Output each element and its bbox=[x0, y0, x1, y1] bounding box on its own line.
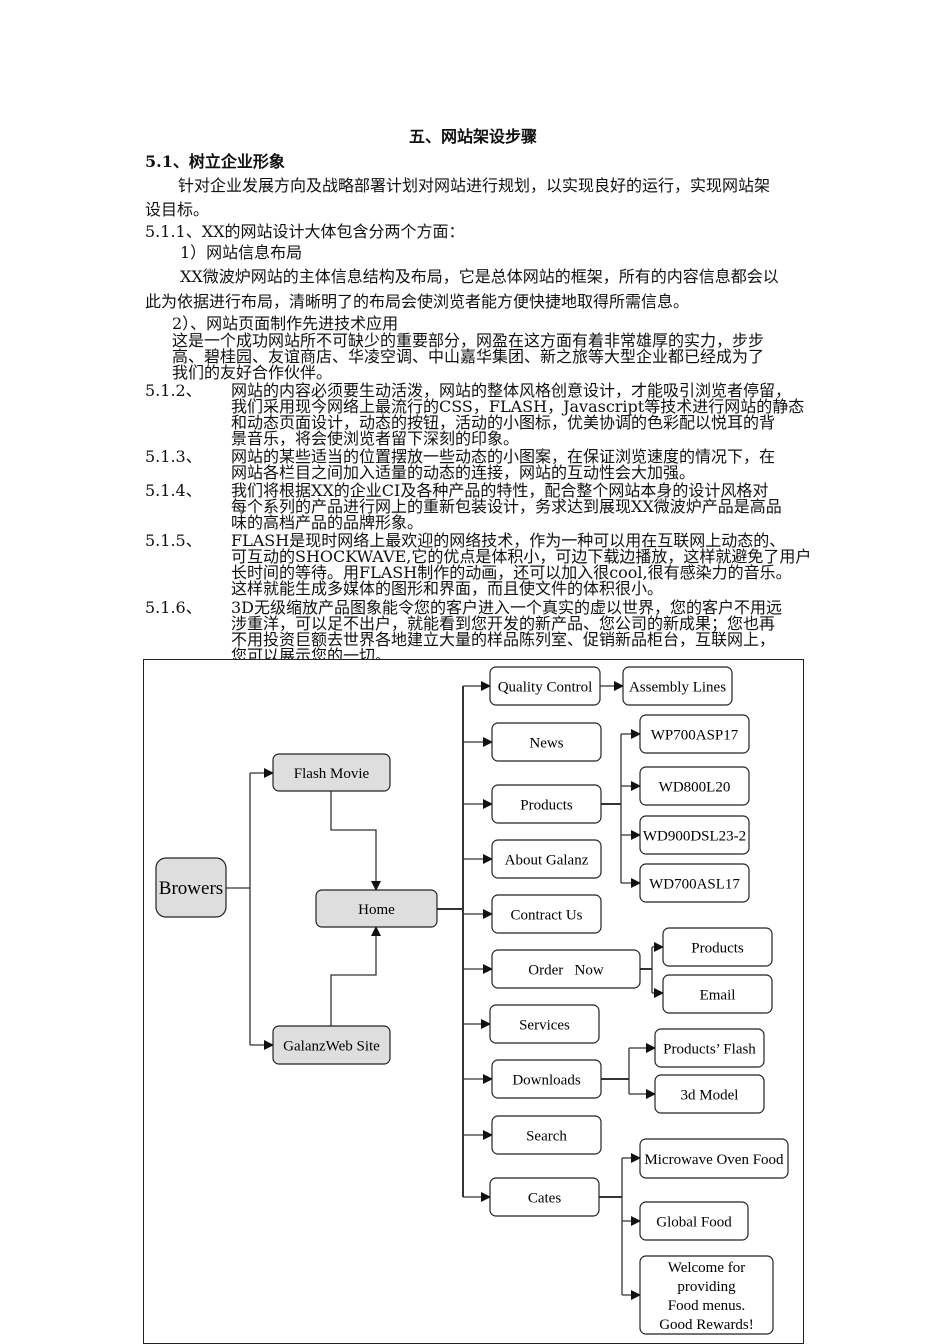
paragraph-line: 涉重洋，可以足不出户，就能看到您开发的新产品、您公司的新成果；您也再 bbox=[231, 614, 776, 633]
node-wd700asl17: WD700ASL17 bbox=[639, 863, 750, 903]
node-label: Good Rewards! bbox=[659, 1317, 754, 1333]
node-wp700asp17: WP700ASP17 bbox=[639, 714, 750, 754]
node-contract-us: Contract Us bbox=[491, 894, 602, 934]
node-label: Search bbox=[526, 1128, 567, 1144]
node-home: Home bbox=[315, 889, 438, 928]
node-flash-movie: Flash Movie bbox=[272, 753, 391, 792]
node-label: Services bbox=[519, 1017, 570, 1033]
section-heading: 5.1、树立企业形象 bbox=[145, 152, 285, 171]
node-products: Products bbox=[491, 784, 602, 824]
item-title: 1）网站信息布局 bbox=[180, 243, 303, 262]
node-label: Home bbox=[358, 902, 395, 918]
point-number: 5.1.5、 bbox=[145, 531, 202, 550]
node-products-flash: Products’ Flash bbox=[654, 1028, 765, 1068]
node-model-3d: 3d Model bbox=[654, 1074, 765, 1114]
paragraph-line: 不用投资巨额去世界各地建立大量的样品陈列室、促销新品柜台，互联网上， bbox=[231, 630, 776, 649]
paragraph-line: 可互动的SHOCKWAVE,它的优点是体积小，可边下载边播放，这样就避免了用户 bbox=[231, 547, 812, 566]
node-label: Contract Us bbox=[510, 907, 582, 923]
paragraph-line: 设目标。 bbox=[145, 200, 210, 219]
node-label: About Galanz bbox=[505, 852, 589, 868]
node-label: Products’ Flash bbox=[663, 1041, 756, 1057]
node-label: Welcome for bbox=[668, 1260, 746, 1276]
node-label: Assembly Lines bbox=[629, 679, 726, 695]
paragraph-line: 和动态页面设计，动态的按钮，活动的小图标，优美协调的色彩配以悦耳的背 bbox=[231, 413, 776, 432]
point-number: 5.1.6、 bbox=[145, 598, 202, 617]
node-quality-control: Quality Control bbox=[489, 666, 601, 706]
node-order-products: Products bbox=[662, 927, 773, 967]
node-downloads: Downloads bbox=[491, 1059, 602, 1099]
node-wd800l20: WD800L20 bbox=[639, 766, 750, 806]
paragraph-line: 网站的某些适当的位置摆放一些动态的小图案，在保证浏览速度的情况下，在 bbox=[231, 447, 776, 466]
node-label: Products bbox=[520, 797, 573, 813]
point-number: 5.1.4、 bbox=[145, 481, 202, 500]
connector-line bbox=[330, 791, 381, 891]
node-label: Products bbox=[691, 940, 744, 956]
node-news: News bbox=[491, 722, 602, 762]
node-label: Global Food bbox=[656, 1214, 732, 1230]
node-label: providing bbox=[677, 1279, 736, 1295]
node-microwave-oven-food: Microwave Oven Food bbox=[639, 1138, 789, 1179]
paragraph-line: 景音乐，将会使浏览者留下深刻的印象。 bbox=[231, 429, 520, 448]
node-cates: Cates bbox=[489, 1177, 600, 1217]
node-search: Search bbox=[491, 1115, 602, 1155]
paragraph-line: 味的高档产品的品牌形象。 bbox=[231, 513, 424, 532]
node-label: WP700ASP17 bbox=[651, 727, 739, 743]
point-number: 5.1.3、 bbox=[145, 447, 202, 466]
point-number: 5.1.2、 bbox=[145, 381, 202, 400]
node-label: Browers bbox=[159, 878, 223, 899]
node-label: Quality Control bbox=[498, 679, 593, 695]
item-title: 2）、网站页面制作先进技术应用 bbox=[172, 314, 399, 333]
node-label: Cates bbox=[528, 1190, 561, 1206]
node-about-galanz: About Galanz bbox=[491, 839, 602, 879]
node-global-food: Global Food bbox=[639, 1201, 749, 1241]
node-galanz-web-site: GalanzWeb Site bbox=[272, 1025, 391, 1065]
paragraph-line: 我们的友好合作伙伴。 bbox=[172, 363, 333, 382]
node-label: WD900DSL23-2 bbox=[643, 828, 746, 844]
paragraph-line: 长时间的等待。用FLASH制作的动画，还可以加入很cool,很有感染力的音乐。 bbox=[231, 563, 792, 582]
paragraph-line: 我们将根据XX的企业CI及各种产品的特性，配合整个网站本身的设计风格对 bbox=[231, 481, 769, 500]
node-label: GalanzWeb Site bbox=[283, 1038, 380, 1054]
node-label: 3d Model bbox=[681, 1087, 739, 1103]
paragraph-line: 3D无级缩放产品图象能令您的客户进入一个真实的虚以世界，您的客户不用远 bbox=[231, 598, 783, 617]
node-label: Microwave Oven Food bbox=[644, 1152, 784, 1168]
paragraph-line: 针对企业发展方向及战略部署计划对网站进行规划，以实现良好的运行，实现网站架 bbox=[178, 176, 771, 195]
node-label: Email bbox=[700, 987, 736, 1003]
sub-heading: 5.1.1、XX的网站设计大体包含分两个方面： bbox=[145, 222, 465, 241]
node-label: WD800L20 bbox=[659, 779, 731, 795]
paragraph-line: 网站各栏目之间加入适量的动态的连接，网站的互动性会大加强。 bbox=[231, 463, 696, 482]
paragraph-line: 我们采用现今网络上最流行的CSS，FLASH，Javascript等技术进行网站… bbox=[231, 397, 805, 416]
node-label: Food menus. bbox=[668, 1298, 746, 1314]
paragraph-line: XX微波炉网站的主体信息结构及布局，它是总体网站的框架，所有的内容信息都会以 bbox=[180, 267, 779, 286]
node-order-now: Order Now bbox=[491, 949, 641, 989]
paragraph-line: 这是一个成功网站所不可缺少的重要部分，网盈在这方面有着非常雄厚的实力，步步 bbox=[172, 331, 765, 350]
node-label: Order Now bbox=[528, 962, 604, 978]
paragraph-line: 每个系列的产品进行网上的重新包装设计，务求达到展现XX微波炉产品是高品 bbox=[231, 497, 782, 516]
node-assembly-lines: Assembly Lines bbox=[622, 666, 733, 706]
paragraph-line: 高、碧桂园、友谊商店、华凌空调、中山嘉华集团、新之旅等大型企业都已经成为了 bbox=[172, 347, 765, 366]
paragraph-line: 这样就能生成多媒体的图形和界面，而且使文件的体积很小。 bbox=[231, 579, 664, 598]
node-order-email: Email bbox=[662, 974, 773, 1014]
node-label: Downloads bbox=[512, 1072, 580, 1088]
node-label: Flash Movie bbox=[294, 766, 370, 782]
paragraph-line: 网站的内容必须要生动活泼，网站的整体风格创意设计，才能吸引浏览者停留， bbox=[231, 381, 792, 400]
node-label: WD700ASL17 bbox=[649, 876, 740, 892]
node-wd900dsl23: WD900DSL23-2 bbox=[639, 815, 750, 855]
node-services: Services bbox=[489, 1004, 600, 1044]
paragraph-line: FLASH是现时网络上最欢迎的网络技术，作为一种可以用在互联网上动态的、 bbox=[231, 531, 786, 550]
connector-line bbox=[330, 926, 381, 1026]
page-title: 五、网站架设步骤 bbox=[409, 127, 538, 146]
paragraph-line: 此为依据进行布局，清晰明了的布局会使浏览者能方便快捷地取得所需信息。 bbox=[145, 292, 690, 311]
node-label: News bbox=[529, 735, 563, 751]
node-browers: Browers bbox=[155, 857, 227, 918]
